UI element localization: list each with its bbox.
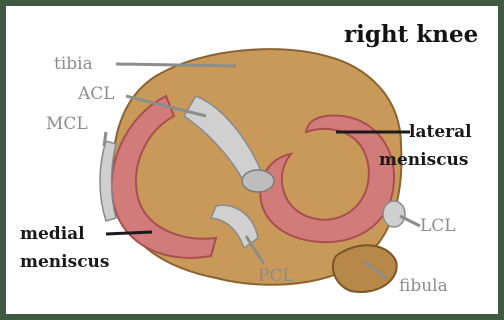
- lcl-ligament: [383, 201, 405, 227]
- label-pcl: PCL: [258, 268, 294, 285]
- label-lateral-meniscus-line1: lateral: [409, 124, 472, 141]
- diagram-title: right knee: [344, 21, 478, 48]
- medial-meniscus-leader: [106, 232, 152, 234]
- fibula-head: [333, 245, 397, 292]
- acl-stump: [242, 170, 274, 192]
- tibia-leader: [116, 64, 236, 66]
- label-acl: ACL: [78, 86, 115, 103]
- label-lcl: LCL: [420, 218, 456, 235]
- label-lateral-meniscus-line2: meniscus: [379, 152, 468, 169]
- label-mcl: MCL: [46, 116, 88, 133]
- mcl-leader: [104, 132, 106, 146]
- label-fibula: fibula: [399, 278, 448, 295]
- label-tibia: tibia: [54, 56, 93, 73]
- label-medial-meniscus-line2: meniscus: [20, 254, 109, 271]
- label-medial-meniscus-line1: medial: [20, 226, 85, 243]
